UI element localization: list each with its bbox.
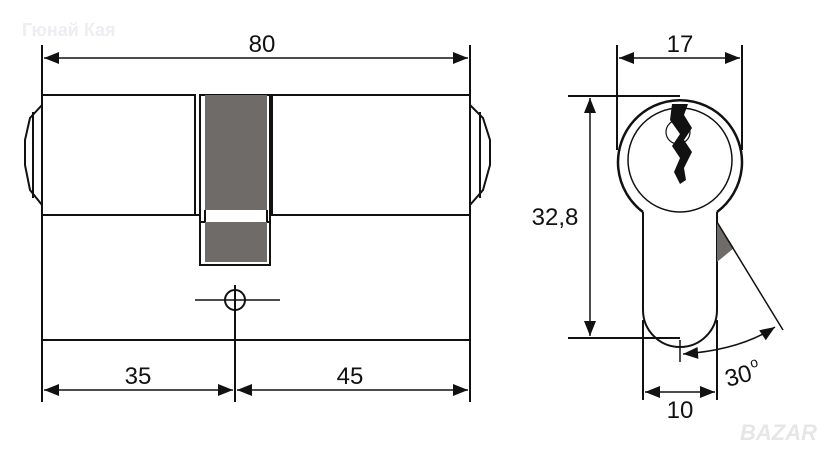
angle-label: 30 o bbox=[722, 353, 760, 392]
dim-80: 80 bbox=[249, 31, 276, 58]
dim-17: 17 bbox=[667, 31, 694, 58]
front-view bbox=[568, 45, 784, 400]
right-plug bbox=[271, 94, 471, 216]
watermark-bottom: BAZAR bbox=[740, 420, 817, 445]
dim-10: 10 bbox=[667, 397, 694, 424]
side-view bbox=[24, 45, 491, 402]
degree-sign: o bbox=[748, 353, 760, 371]
left-plug bbox=[41, 94, 196, 216]
dim-32-8: 32,8 bbox=[532, 204, 579, 231]
cam bbox=[205, 95, 267, 210]
cylinder-profile bbox=[616, 99, 744, 214]
dim-35: 35 bbox=[125, 363, 152, 390]
dim-45: 45 bbox=[337, 363, 364, 390]
cylinder-body bbox=[41, 215, 471, 341]
watermark-top: Гюнай Кая bbox=[22, 20, 116, 40]
